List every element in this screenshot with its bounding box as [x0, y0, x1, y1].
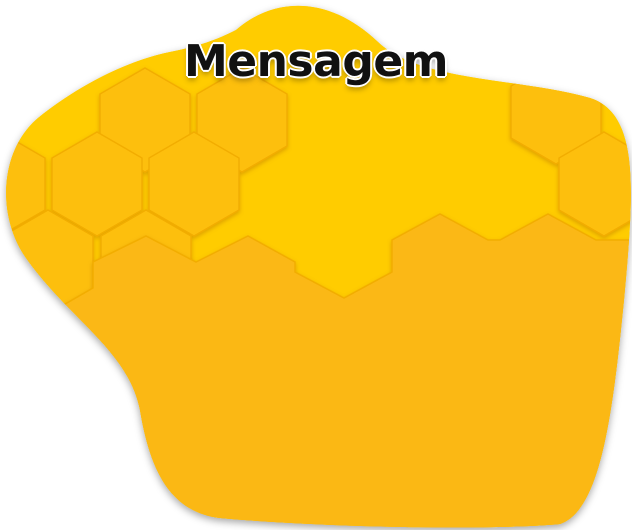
hex-cell	[6, 131, 46, 237]
hex-cell	[51, 131, 143, 237]
hex-cell	[558, 131, 631, 237]
page-title: Mensagem	[183, 36, 449, 87]
hex-cell	[148, 131, 240, 237]
